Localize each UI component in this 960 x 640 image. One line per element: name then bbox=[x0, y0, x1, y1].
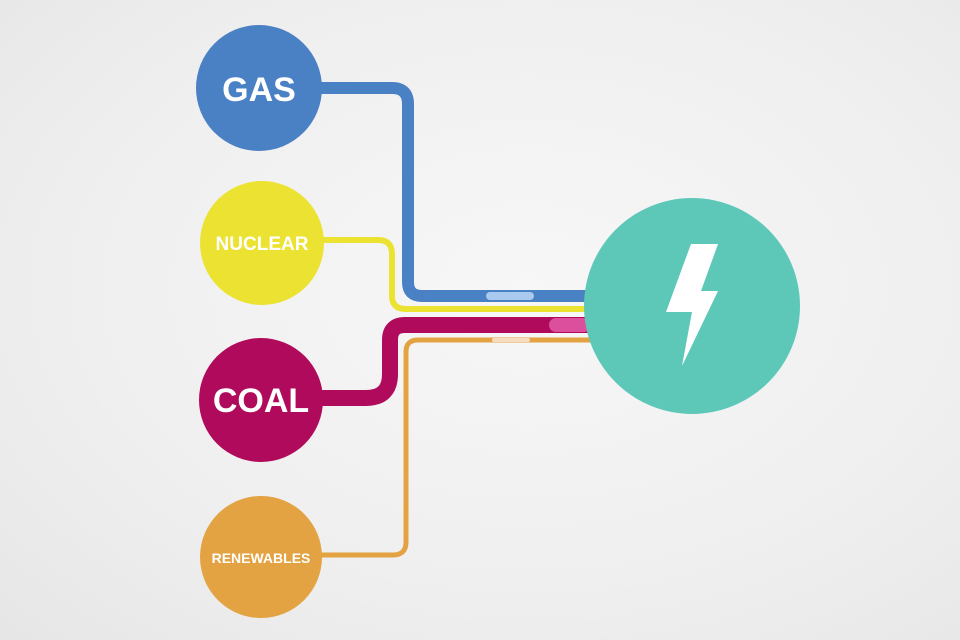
connectors bbox=[310, 82, 608, 558]
renewables-label: RENEWABLES bbox=[212, 550, 311, 566]
lightning-bolt-icon bbox=[666, 244, 718, 366]
source-node-nuclear: NUCLEAR bbox=[200, 181, 324, 305]
gas-label: GAS bbox=[222, 71, 296, 109]
nuclear-label: NUCLEAR bbox=[216, 234, 309, 255]
source-node-renewables: RENEWABLES bbox=[200, 496, 322, 618]
nuclear-circle bbox=[200, 181, 324, 305]
power-hub bbox=[584, 198, 800, 414]
source-node-coal: COAL bbox=[199, 338, 323, 462]
source-node-gas: GAS bbox=[196, 25, 322, 151]
gas-circle bbox=[196, 25, 322, 151]
renewables-circle bbox=[200, 496, 322, 618]
nuclear-connector bbox=[317, 237, 603, 312]
coal-label: COAL bbox=[213, 382, 309, 420]
gas-connector bbox=[312, 82, 606, 302]
coal-circle bbox=[199, 338, 323, 462]
coal-connector bbox=[310, 317, 608, 406]
renewables-connector bbox=[317, 337, 603, 558]
